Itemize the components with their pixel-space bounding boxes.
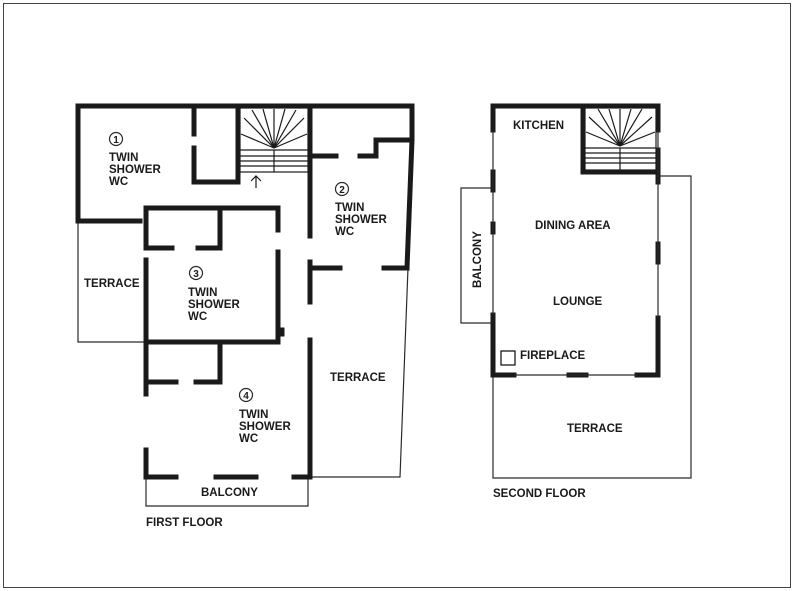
room-1-label-line-3: WC [109,176,128,188]
second-floor-staircase [584,107,657,171]
second-floor-terrace-outline [492,175,692,479]
second-floor-balcony-outline [460,187,493,324]
room-3-number: 3 [193,269,199,280]
stair-arrow-icon [250,175,262,188]
room3-closet-wall [195,205,223,251]
second-floor-balcony-label: BALCONY [472,231,484,288]
left-terrace-outline [77,221,146,343]
first-floor-staircase [239,107,309,173]
lounge-label: LOUNGE [553,296,603,308]
room4-closet-wall [193,339,223,385]
balcony-outline [145,477,309,507]
room-3-label-line-2: SHOWER [188,299,240,311]
room-2-label-line-1: TWIN [335,202,364,214]
second-floor-caption: SECOND FLOOR [493,488,586,500]
room-1-label-line-2: SHOWER [109,164,161,176]
first-floor-caption: FIRST FLOOR [146,517,223,529]
first-floor-plan: 1 TWIN SHOWER WC 2 TWIN SHOWER WC 3 TWIN… [75,103,415,529]
room-2-label-line-2: SHOWER [335,214,387,226]
right-terrace-label: TERRACE [330,372,386,384]
room-3-label-line-1: TWIN [188,287,217,299]
room-1-number: 1 [113,135,119,146]
top-outer-wall [75,103,415,271]
room2-closet-wall [357,137,410,159]
room-4-label-line-2: SHOWER [239,421,291,433]
dining-area-label: DINING AREA [535,220,611,232]
right-terrace-outline [310,267,409,478]
room-3-number-circle [188,265,204,281]
left-terrace-label: TERRACE [84,278,140,290]
first-floor-balcony-label: BALCONY [201,487,258,499]
second-floor-top-wall [490,103,661,133]
fireplace-icon [500,350,516,366]
room3-top-wall [143,205,281,249]
kitchen-label: KITCHEN [513,120,564,132]
room-2-number: 2 [339,185,345,196]
room-3-label-line-3: WC [188,311,207,323]
room-1-label-line-1: TWIN [109,152,138,164]
room-4-label-line-1: TWIN [239,409,268,421]
second-floor-plan: KITCHEN DINING AREA LOUNGE FIREPLACE BAL… [460,103,692,500]
room-4-number: 4 [243,391,249,402]
room1-closet-wall-lower [191,145,241,185]
room-2-number-circle [334,181,350,197]
fireplace-label: FIREPLACE [520,350,586,362]
room-2-label-line-3: WC [335,226,354,238]
room-4-number-circle [238,387,254,403]
page-frame [3,3,791,588]
room-4-label-line-3: WC [239,433,258,445]
room-1-number-circle [108,131,124,147]
second-floor-terrace-label: TERRACE [567,423,623,435]
